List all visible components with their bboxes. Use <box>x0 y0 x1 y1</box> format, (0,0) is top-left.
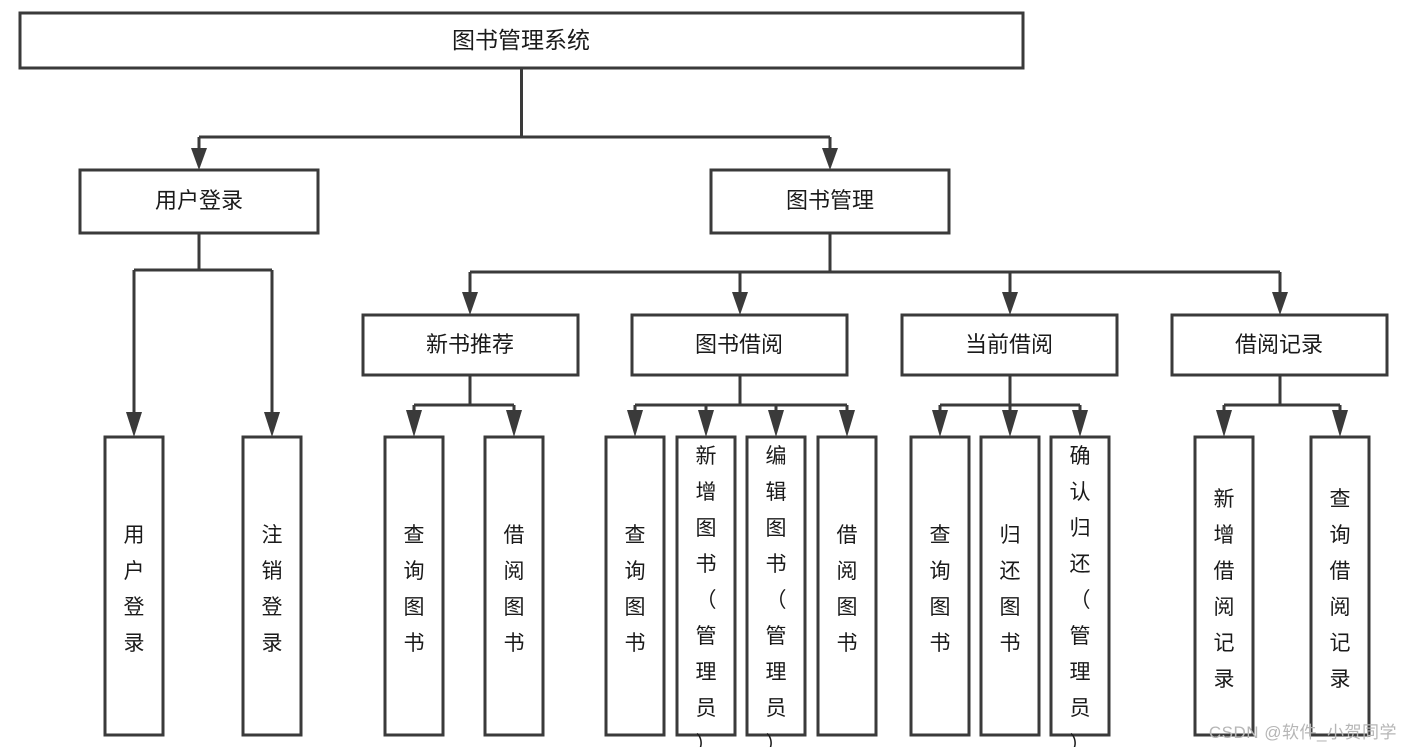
leaf-newbook-query-book-box <box>383 435 445 737</box>
leaf-borrow-edit-book[interactable]: 编辑图书（管理员） <box>745 435 807 747</box>
node-borrow-record-label: 借阅记录 <box>1235 332 1323 357</box>
node-book-borrow-label: 图书借阅 <box>695 332 783 357</box>
leaf-borrow-add-book[interactable]: 新增图书（管理员） <box>675 435 737 747</box>
node-user-login-box <box>78 168 320 235</box>
arrow-head-record-add <box>1216 410 1232 437</box>
node-book-borrow-box <box>630 313 849 377</box>
leaf-newbook-borrow-book-box <box>483 435 545 737</box>
arrow-head-current-confirm <box>1072 410 1088 437</box>
leaf-borrow-edit-book-box <box>745 435 807 737</box>
arrow-head-borrow-query <box>627 410 643 437</box>
node-current-borrow-box <box>900 313 1119 377</box>
leaf-current-confirm-return-box <box>1049 435 1111 737</box>
leaf-logout-box <box>241 435 303 737</box>
arrow-head-current-borrow <box>1002 292 1018 315</box>
arrow-head-record-query <box>1332 410 1348 437</box>
node-new-book-recommend[interactable]: 新书推荐 <box>361 313 580 377</box>
arrow-head-newbook-borrow <box>506 410 522 437</box>
arrow-head-user-login <box>191 148 207 170</box>
leaf-record-query[interactable]: 查询借阅记录 <box>1309 435 1371 737</box>
leaf-logout[interactable]: 注销登录 <box>241 435 303 737</box>
leaf-current-return-book-box <box>979 435 1041 737</box>
leaf-current-confirm-return[interactable]: 确认归还（管理员） <box>1049 435 1111 747</box>
leaf-record-add-box <box>1193 435 1255 737</box>
arrow-head-new-book <box>462 292 478 315</box>
node-new-book-recommend-box <box>361 313 580 377</box>
arrow-head-newbook-query <box>406 410 422 437</box>
leaf-record-add[interactable]: 新增借阅记录 <box>1193 435 1255 737</box>
leaf-borrow-add-book-box <box>675 435 737 737</box>
leaf-current-return-book-label: 归还图书 <box>1000 524 1021 655</box>
node-current-borrow-label: 当前借阅 <box>965 332 1053 357</box>
node-book-manage-box <box>709 168 951 235</box>
leaf-borrow-lend-book[interactable]: 借阅图书 <box>816 435 878 737</box>
node-root-system-box <box>18 11 1025 70</box>
arrow-head-leaf-user-login <box>126 412 142 437</box>
node-book-manage-label: 图书管理 <box>786 188 874 213</box>
arrow-head-current-query <box>932 410 948 437</box>
leaf-record-add-label: 新增借阅记录 <box>1214 488 1235 691</box>
leaf-user-login[interactable]: 用户登录 <box>103 435 165 737</box>
arrow-head-borrow-lend <box>839 410 855 437</box>
leaf-user-login-box <box>103 435 165 737</box>
node-root-system[interactable]: 图书管理系统 <box>18 11 1025 70</box>
leaf-record-query-label: 查询借阅记录 <box>1330 488 1351 691</box>
arrow-head-current-return <box>1002 410 1018 437</box>
leaf-record-query-box <box>1309 435 1371 737</box>
node-user-login-label: 用户登录 <box>155 188 243 213</box>
leaf-newbook-borrow-book-label: 借阅图书 <box>504 524 525 655</box>
leaf-borrow-add-book-label: 新增图书（管理员） <box>696 445 717 747</box>
arrow-head-book-borrow <box>732 292 748 315</box>
arrow-head-borrow-add <box>698 410 714 437</box>
leaf-current-query-book[interactable]: 查询图书 <box>909 435 971 737</box>
leaf-current-confirm-return-label: 确认归还（管理员） <box>1070 445 1091 747</box>
leaf-borrow-lend-book-label: 借阅图书 <box>837 524 858 655</box>
leaf-logout-label: 注销登录 <box>262 524 283 655</box>
leaf-current-return-book[interactable]: 归还图书 <box>979 435 1041 737</box>
node-user-login[interactable]: 用户登录 <box>78 168 320 235</box>
connector-layer <box>126 68 1348 437</box>
leaf-layer: 用户登录 注销登录 查询图书 借阅图书 查询图书 新增图书（管理员） 编辑图书（… <box>103 435 1371 747</box>
leaf-user-login-label: 用户登录 <box>124 524 145 655</box>
leaf-newbook-query-book[interactable]: 查询图书 <box>383 435 445 737</box>
node-root-system-label: 图书管理系统 <box>452 27 590 53</box>
arrow-head-book-manage <box>822 148 838 170</box>
leaf-borrow-query-book-box <box>604 435 666 737</box>
leaf-current-query-book-label: 查询图书 <box>930 524 951 655</box>
leaf-current-query-book-box <box>909 435 971 737</box>
node-book-borrow[interactable]: 图书借阅 <box>630 313 849 377</box>
arrow-head-borrow-record <box>1272 292 1288 315</box>
node-borrow-record-box <box>1170 313 1389 377</box>
node-new-book-recommend-label: 新书推荐 <box>426 332 514 357</box>
leaf-newbook-borrow-book[interactable]: 借阅图书 <box>483 435 545 737</box>
leaf-borrow-edit-book-label: 编辑图书（管理员） <box>766 445 787 747</box>
leaf-borrow-lend-book-box <box>816 435 878 737</box>
leaf-borrow-query-book[interactable]: 查询图书 <box>604 435 666 737</box>
node-current-borrow[interactable]: 当前借阅 <box>900 313 1119 377</box>
leaf-borrow-query-book-label: 查询图书 <box>625 524 646 655</box>
node-book-manage[interactable]: 图书管理 <box>709 168 951 235</box>
leaf-newbook-query-book-label: 查询图书 <box>404 524 425 655</box>
node-borrow-record[interactable]: 借阅记录 <box>1170 313 1389 377</box>
arrow-head-borrow-edit <box>768 410 784 437</box>
arrow-head-leaf-logout <box>264 412 280 437</box>
